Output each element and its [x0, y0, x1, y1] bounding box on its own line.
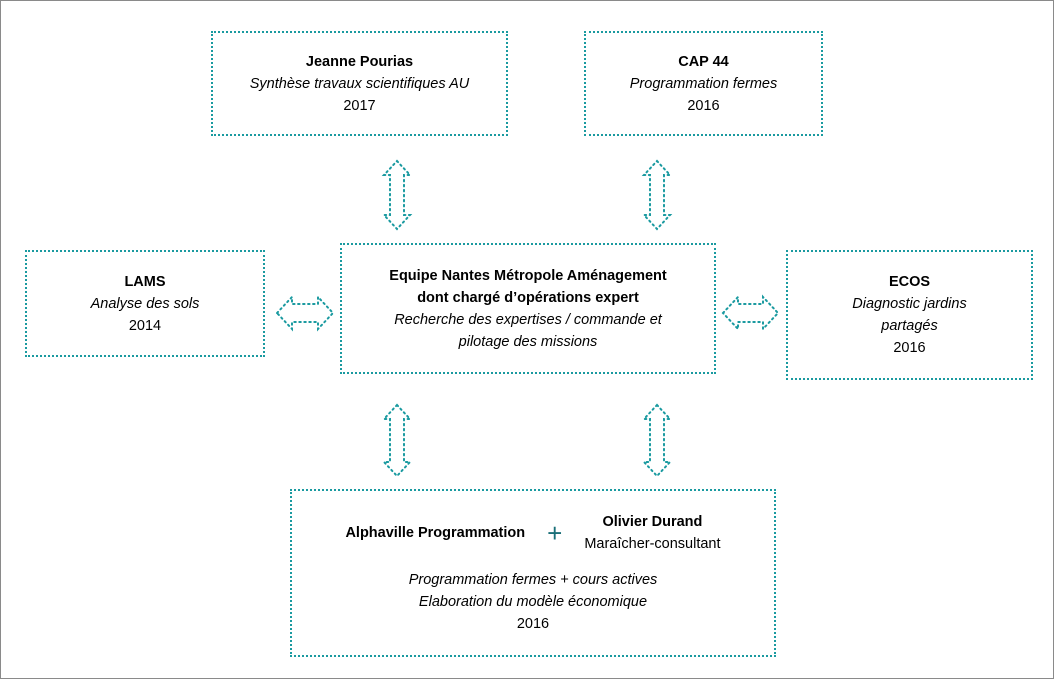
double-arrow-icon — [275, 294, 335, 332]
box-year: 2017 — [343, 97, 376, 114]
double-arrow-icon — [381, 159, 413, 231]
box-jeanne-pourias: Jeanne Pourias Synthèse travaux scientif… — [211, 31, 508, 136]
box-role-2: pilotage des missions — [458, 333, 598, 350]
box-year: 2016 — [516, 616, 550, 632]
partner-role: Maraîcher-consultant — [584, 536, 721, 552]
box-role: Programmation fermes + cours actives — [408, 572, 658, 588]
plus-icon: + — [547, 518, 563, 548]
double-arrow-icon — [641, 159, 673, 231]
double-arrow-icon — [721, 294, 780, 332]
box-title: ECOS — [888, 274, 931, 290]
partners-row: Alphaville Programmation + Olivier Duran… — [345, 511, 720, 555]
double-arrow-icon — [381, 403, 413, 478]
box-title: LAMS — [124, 273, 166, 290]
partner-alphaville: Alphaville Programmation — [345, 525, 526, 541]
box-role: Synthèse travaux scientifiques AU — [249, 75, 470, 92]
box-role-2: Elaboration du modèle économique — [418, 594, 648, 610]
box-role: Programmation fermes — [629, 75, 778, 92]
box-role: Diagnostic jardins — [852, 296, 967, 312]
box-alphaville: Alphaville Programmation + Olivier Duran… — [290, 489, 776, 657]
box-title: Equipe Nantes Métropole Aménagement — [389, 267, 667, 284]
box-role: Analyse des sols — [90, 295, 200, 312]
box-title: Jeanne Pourias — [305, 53, 414, 70]
box-year: 2016 — [687, 97, 720, 114]
box-year: 2016 — [893, 340, 926, 356]
partner-name: Olivier Durand — [602, 514, 703, 530]
box-role: Recherche des expertises / commande et — [394, 311, 662, 328]
box-subtitle: dont chargé d’opérations expert — [417, 289, 639, 306]
box-role-2: partagés — [881, 318, 938, 334]
box-center-team: Equipe Nantes Métropole Aménagement dont… — [340, 243, 716, 374]
box-cap44: CAP 44 Programmation fermes 2016 — [584, 31, 823, 136]
box-ecos: ECOS Diagnostic jardins partagés 2016 — [786, 250, 1033, 380]
partner-olivier: Olivier Durand Maraîcher-consultant — [584, 511, 720, 555]
box-lams: LAMS Analyse des sols 2014 — [25, 250, 265, 357]
box-title: CAP 44 — [678, 53, 729, 70]
box-year: 2014 — [128, 317, 162, 334]
double-arrow-icon — [641, 403, 673, 478]
